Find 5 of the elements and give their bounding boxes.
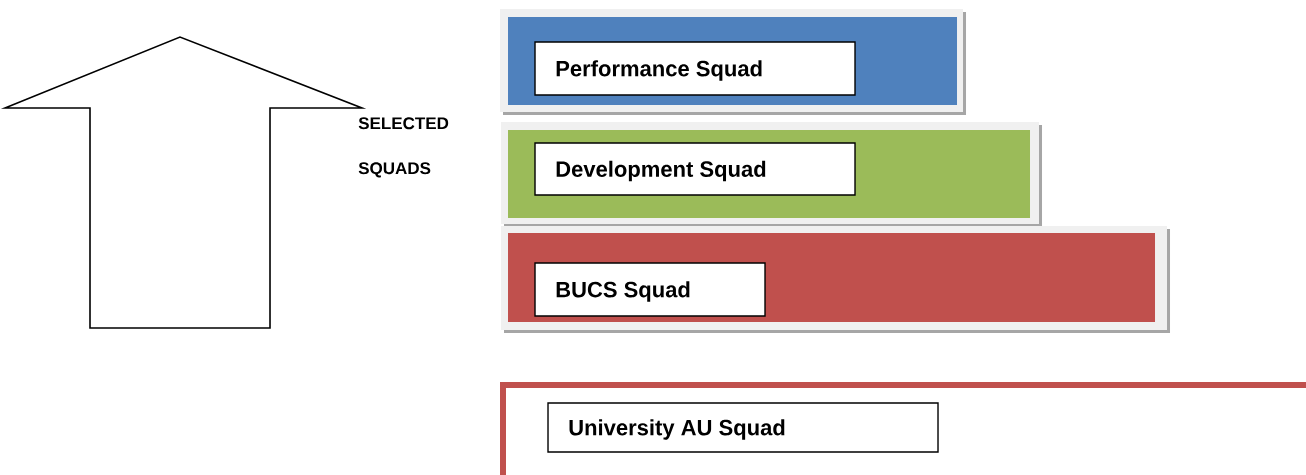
squad-band: Performance Squad (500, 9, 966, 115)
squad-band: BUCS Squad (501, 226, 1170, 333)
squad-band: University AU Squad (500, 382, 1306, 475)
side-label: SELECTED SQUADS (358, 117, 449, 178)
squad-band: Development Squad (501, 122, 1042, 227)
